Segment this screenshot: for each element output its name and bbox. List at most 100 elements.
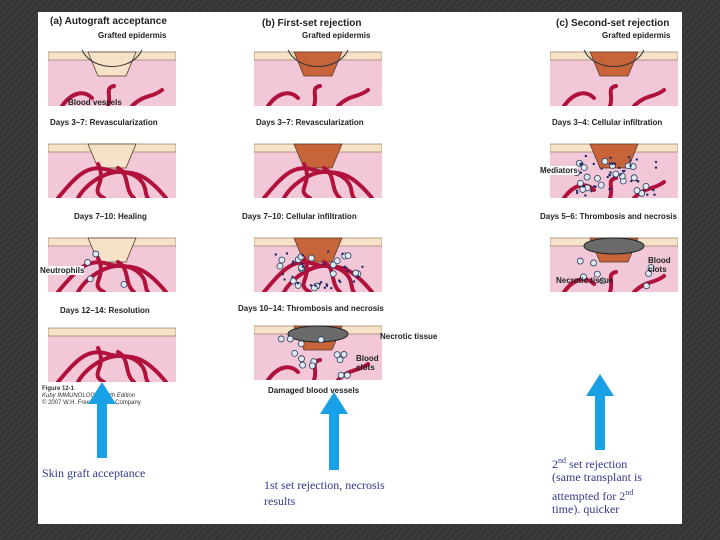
blood-vessel (266, 365, 300, 380)
mediator-dot (652, 188, 655, 192)
mediator-dot (285, 252, 289, 255)
blood-vessel (130, 88, 164, 106)
skin-diagram (550, 228, 678, 292)
mediator-dot (608, 188, 611, 191)
arrow-up-left (88, 382, 116, 458)
skin-diagram (254, 228, 382, 292)
immune-cell (645, 270, 652, 277)
mediator-dot (627, 156, 631, 159)
immune-cell (336, 356, 344, 364)
note-superscript: nd (558, 456, 566, 465)
immune-cell (352, 269, 360, 277)
skin-diagram (48, 318, 176, 382)
column-c-header: (c) Second-set rejection (556, 18, 670, 29)
mediator-dot (352, 280, 356, 283)
mediator-dot (345, 266, 348, 270)
stage-c2-label: Days 5–6: Thrombosis and necrosis (540, 212, 677, 221)
panel-c3 (550, 228, 678, 292)
skin-diagram (48, 42, 176, 106)
mediator-dot (314, 284, 317, 287)
label-mediators: Mediators (540, 166, 578, 175)
panel-b3 (254, 228, 382, 292)
immune-cell (594, 174, 601, 182)
mediator-dot (581, 162, 584, 165)
note-text: attempted for 2 (552, 489, 626, 503)
immune-cell (340, 351, 348, 358)
immune-cell (308, 254, 315, 262)
mediator-dot (612, 176, 616, 179)
mediator-dot (590, 189, 593, 193)
mediator-dot (291, 262, 294, 266)
panel-a3 (48, 228, 176, 292)
immune-cell (317, 336, 325, 344)
blood-vessel (562, 277, 596, 292)
column-b-sub-label: Grafted epidermis (302, 31, 371, 40)
immune-cell (630, 174, 638, 182)
immune-cell (601, 157, 609, 165)
immune-cell (576, 179, 584, 187)
graft-bed (589, 51, 639, 77)
blood-vessel (336, 88, 370, 106)
mediator-dot (291, 260, 295, 263)
note-num: 2 (552, 457, 558, 471)
immune-cell (308, 362, 316, 370)
mediator-dot (608, 173, 611, 177)
note-skin-graft-acceptance: Skin graft acceptance (42, 466, 146, 480)
mediator-dot (301, 262, 304, 266)
immune-cell (599, 277, 607, 285)
mediator-dot (322, 262, 325, 266)
immune-cell (298, 355, 305, 363)
label-c-blood: Blood (648, 256, 671, 265)
note-second-set-line3: attempted for 2nd (552, 486, 633, 503)
graft-bed (293, 51, 343, 77)
stage-a1-label: Days 3–7: Revascularization (50, 118, 158, 127)
graft-bed (293, 143, 343, 169)
mediator-dot (579, 163, 582, 166)
blood-vessel (266, 91, 300, 106)
blood-vessel (76, 353, 150, 382)
mediator-dot (608, 162, 612, 165)
blood-vessel (608, 270, 618, 292)
immune-cell (333, 351, 341, 359)
mediator-dot (296, 282, 300, 285)
stage-c1-label: Days 3–4: Cellular infiltration (552, 118, 663, 127)
mediator-dot (582, 185, 586, 188)
mediator-dot (618, 166, 621, 170)
immune-cell (92, 250, 100, 258)
mediator-dot (653, 193, 656, 196)
mediator-dot (584, 154, 588, 158)
mediator-dot (356, 275, 359, 278)
necrotic-tissue (583, 237, 645, 255)
skin-diagram (254, 316, 382, 380)
immune-cell (329, 270, 337, 278)
epidermis-layer (48, 327, 176, 337)
blood-vessel (56, 166, 168, 198)
mediator-dot (301, 265, 305, 268)
note-text: set rejection (566, 457, 628, 471)
note-superscript: nd (625, 488, 634, 497)
immune-cell (297, 340, 305, 348)
mediator-dot (281, 273, 285, 276)
mediator-dot (636, 179, 639, 183)
mediator-dot (323, 286, 327, 289)
mediator-dot (609, 171, 612, 174)
mediator-dot (346, 270, 349, 273)
blood-vessel (95, 346, 106, 382)
note-first-set-line1: 1st set rejection, necrosis (264, 478, 385, 492)
mediator-dot (635, 158, 639, 161)
blood-vessel (562, 91, 596, 106)
mediator-dot (646, 193, 649, 196)
immune-cell (84, 259, 91, 266)
immune-cell (276, 262, 284, 270)
immune-cell (580, 273, 587, 281)
blood-vessel (262, 166, 374, 198)
mediator-dot (283, 278, 286, 281)
stage-b3-label: Days 10–14: Thrombosis and necrosis (238, 304, 384, 313)
label-damaged-vessels: Damaged blood vessels (268, 386, 360, 395)
panel-a2 (48, 134, 176, 198)
immune-cell (291, 349, 299, 357)
immune-cell (597, 181, 605, 189)
mediator-dot (318, 282, 322, 286)
column-b-header: (b) First-set rejection (262, 18, 362, 29)
blood-vessel (632, 180, 666, 198)
